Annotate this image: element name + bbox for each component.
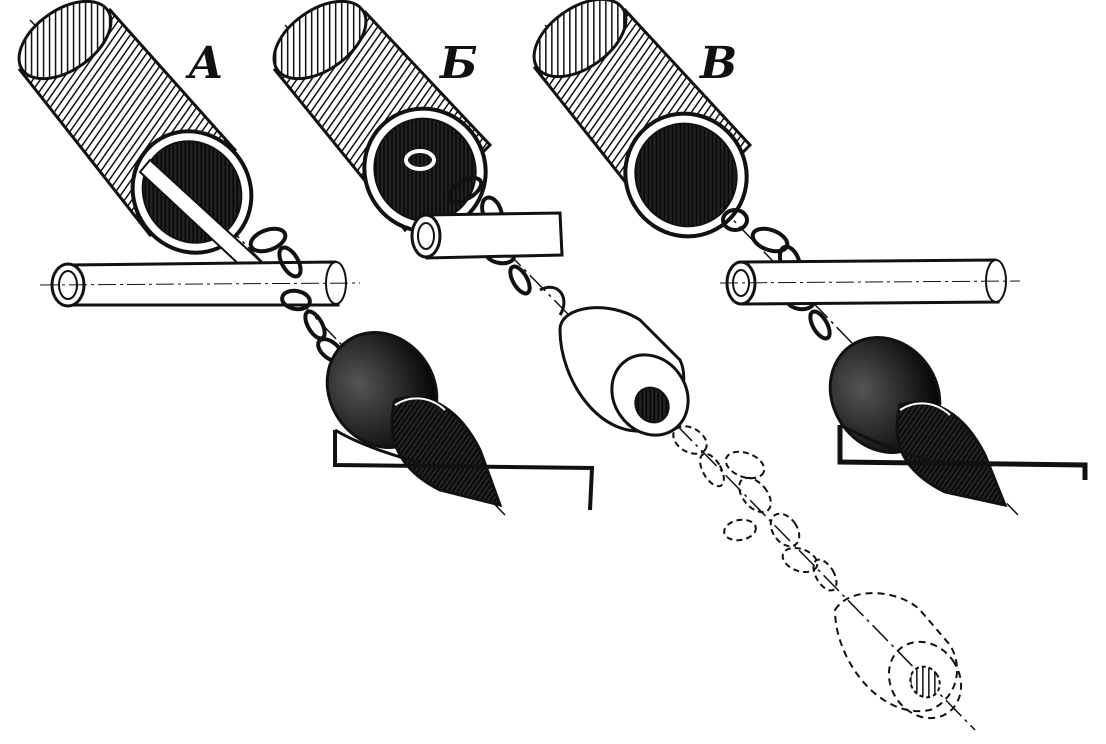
ghost-chain: [672, 425, 838, 592]
plumb-weight-b: [558, 306, 690, 437]
plumb-weight-v: [828, 336, 1008, 508]
cross-tube-v: [719, 258, 1021, 306]
panel-label-a: А: [185, 38, 224, 89]
cross-tube: [39, 260, 361, 308]
panel-v: В: [532, 0, 1088, 516]
plumb-weight: [325, 331, 503, 508]
hook-wire: [333, 430, 595, 511]
hook-wire-v: [837, 425, 1088, 480]
panel-label-v: В: [698, 38, 737, 89]
panel-a: А: [17, 0, 595, 516]
cylinder-housing-v: [532, 0, 753, 239]
panel-b: Б: [272, 0, 976, 731]
cross-tube-b: [410, 211, 564, 260]
panel-label-b: Б: [438, 38, 478, 89]
cylinder-housing: [17, 0, 254, 255]
ghost-weight: [833, 592, 963, 720]
chain: [248, 226, 344, 363]
